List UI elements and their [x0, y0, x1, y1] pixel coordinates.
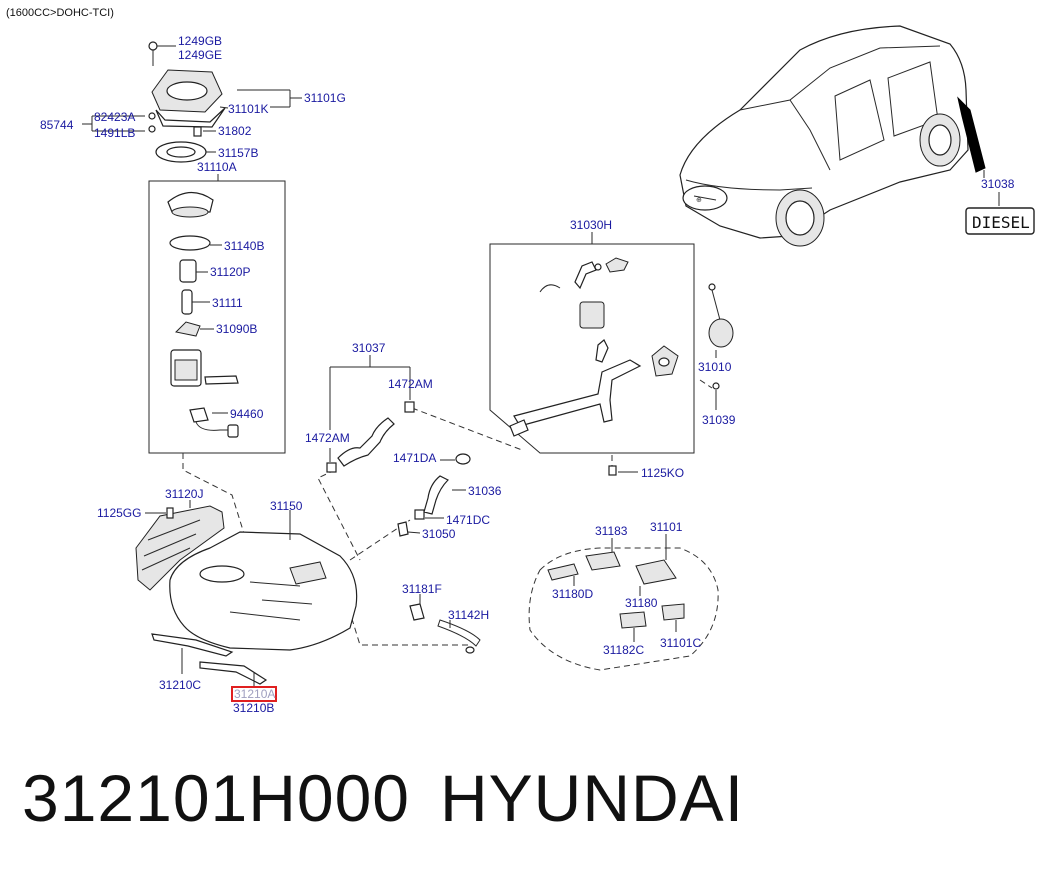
callout-31210C: 31210C	[159, 678, 201, 692]
callout-31101K: 31101K	[228, 102, 268, 116]
fuel-cap-group	[708, 283, 734, 410]
callout-31181F: 31181F	[402, 582, 442, 596]
callout-94460: 94460	[230, 407, 264, 421]
callout-31010: 31010	[698, 360, 732, 374]
callout-1249GE: 1249GE	[178, 48, 222, 62]
brand-title: HYUNDAI	[440, 761, 745, 835]
callout-31036: 31036	[468, 484, 502, 498]
callout-31111: 31111	[212, 296, 243, 310]
filler-neck-group	[489, 232, 695, 476]
diesel-badge: DIESEL	[965, 207, 1035, 235]
parts-diagram: (1600CC>DOHC-TCI) 1249GB 1249GE 31101K 3…	[6, 7, 1035, 715]
callout-31802: 31802	[218, 124, 252, 138]
callout-31038: 31038	[981, 177, 1015, 191]
callout-31120J: 31120J	[165, 487, 203, 501]
callout-31180: 31180	[625, 596, 658, 610]
callout-1471DA: 1471DA	[393, 451, 436, 465]
tank-insulation-group	[528, 534, 719, 671]
callout-31101C: 31101C	[660, 636, 701, 650]
fuel-pump-module-group	[148, 174, 286, 454]
callout-31110A: 31110A	[197, 160, 237, 174]
callout-31037: 31037	[352, 341, 386, 355]
hose-group-31036	[397, 453, 471, 537]
callout-1491LB: 1491LB	[94, 126, 135, 140]
callout-1125KO: 1125KO	[641, 466, 684, 480]
callout-31101G: 31101G	[304, 91, 346, 105]
svg-text:⊕: ⊕	[696, 197, 702, 204]
callout-1471DC: 1471DC	[446, 513, 490, 527]
part-number-title: 312101H000	[22, 761, 411, 835]
callout-31039: 31039	[702, 413, 736, 427]
callout-31210B: 31210B	[233, 701, 274, 715]
callout-31150: 31150	[270, 499, 303, 513]
fuel-pump-cover-group	[82, 41, 302, 163]
callout-31180D: 31180D	[552, 587, 593, 601]
sender-group	[409, 594, 481, 654]
callout-31183: 31183	[595, 524, 628, 538]
callout-31090B: 31090B	[216, 322, 257, 336]
callout-31120P: 31120P	[210, 265, 250, 279]
callout-1472AM-upper: 1472AM	[388, 377, 433, 391]
callout-82423A: 82423A	[94, 110, 135, 124]
callout-85744: 85744	[40, 118, 74, 132]
callout-31142H: 31142H	[448, 608, 489, 622]
callout-1472AM-lower: 1472AM	[305, 431, 350, 445]
hose-group-31037	[326, 355, 415, 473]
callout-1249GB: 1249GB	[178, 34, 222, 48]
fuel-tank-group	[135, 500, 358, 686]
engine-spec-label: (1600CC>DOHC-TCI)	[6, 7, 114, 19]
highlight-frame	[231, 686, 277, 702]
callout-31140B: 31140B	[224, 239, 264, 253]
callout-31157B: 31157B	[218, 146, 258, 160]
callout-31210A: 31210A	[234, 687, 275, 701]
part-footer	[0, 730, 1063, 872]
highlighted-part-31210A[interactable]: 31210A	[231, 686, 277, 702]
callout-1125GG: 1125GG	[97, 506, 141, 520]
car-illustration: ⊕	[679, 25, 1000, 247]
callout-31030H: 31030H	[570, 218, 612, 232]
callout-31101: 31101	[650, 520, 683, 534]
callout-31050: 31050	[422, 527, 456, 541]
callout-31182C: 31182C	[603, 643, 644, 657]
diesel-badge-text: DIESEL	[972, 213, 1030, 232]
